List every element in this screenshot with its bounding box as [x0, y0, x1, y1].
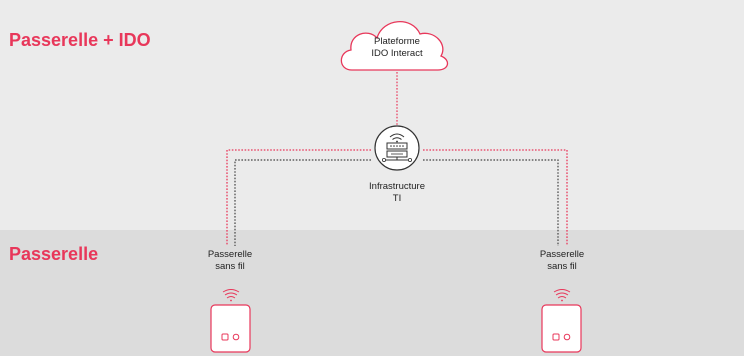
cloud-label-line2: IDO Interact: [371, 48, 423, 59]
cloud-label: Plateforme IDO Interact: [357, 36, 437, 60]
cloud-icon: [340, 21, 449, 71]
infrastructure-label: Infrastructure TI: [357, 181, 437, 205]
gateway-left-label-line1: Passerelle: [207, 249, 253, 260]
gateway-left-label-line2: sans fil: [215, 261, 245, 272]
right-dark-link: [423, 159, 559, 246]
infrastructure-label-line1: Infrastructure: [369, 181, 425, 192]
section-title-passerelle: Passerelle: [9, 244, 99, 264]
infrastructure-label-line2: TI: [392, 193, 402, 204]
cloud-label-line1: Plateforme: [374, 36, 420, 47]
gateway-right-label-line2: sans fil: [547, 261, 577, 272]
gateway-right-icon: [541, 289, 582, 353]
right-red-link: [423, 149, 568, 246]
gateway-right-label-line1: Passerelle: [539, 249, 585, 260]
infrastructure-icon: [374, 125, 420, 171]
gateway-right-label: Passerelle sans fil: [522, 249, 602, 273]
left-dark-link: [234, 159, 371, 246]
lower-band: [0, 230, 744, 356]
gateway-left-label: Passerelle sans fil: [190, 249, 270, 273]
gateway-left-icon: [210, 289, 251, 353]
section-title-passerelle-ido: Passerelle + IDO: [9, 30, 151, 50]
left-red-link: [226, 149, 371, 246]
